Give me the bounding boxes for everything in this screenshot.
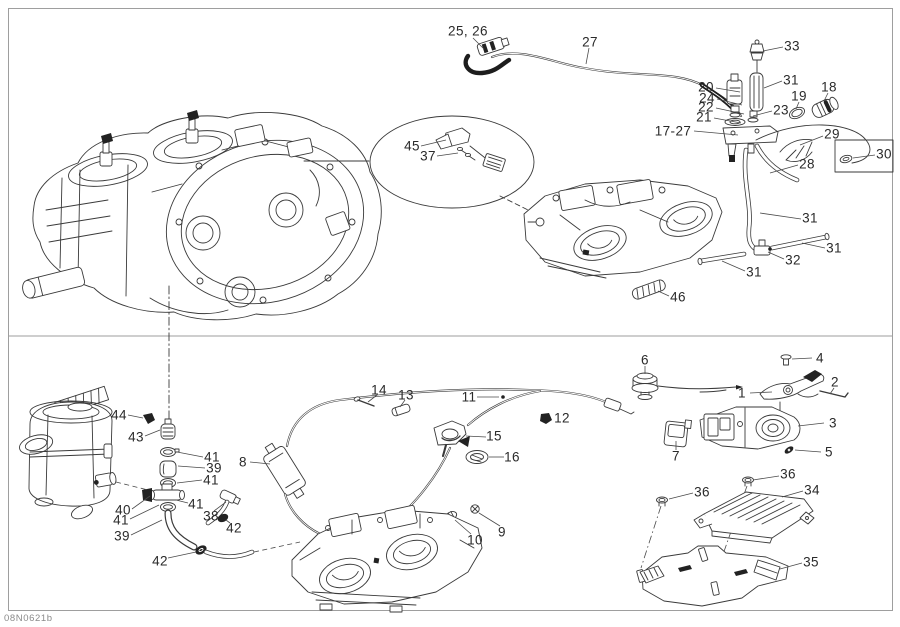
callout-31-2: 31	[802, 210, 818, 226]
callout-41-4: 41	[113, 512, 129, 528]
callout-leader-lines	[127, 37, 876, 570]
inline-part-8	[263, 442, 306, 499]
callout-36-2: 36	[694, 484, 710, 500]
callout-9: 9	[498, 524, 506, 540]
fuel-pump-parts	[722, 39, 894, 253]
callout-39-2: 39	[114, 528, 130, 544]
ecu-assembly	[636, 476, 815, 607]
callout-22: 22	[698, 99, 714, 115]
callout-24: 24	[699, 90, 715, 106]
air-silencer	[19, 385, 153, 520]
callout-20: 20	[698, 79, 714, 95]
callout-35: 35	[803, 554, 819, 570]
callout-33: 33	[784, 38, 800, 54]
callout-41: 41	[204, 449, 220, 465]
callout-32: 32	[785, 252, 801, 268]
callout-45: 45	[404, 138, 420, 154]
callout-42: 42	[226, 520, 242, 536]
callout-40: 40	[115, 502, 131, 518]
fitting-18	[811, 96, 839, 118]
screw-pair	[456, 146, 476, 161]
callout-39: 39	[206, 460, 222, 476]
callout-30: 30	[876, 146, 892, 162]
callout-10: 10	[467, 532, 483, 548]
callout-25-26: 25, 26	[448, 23, 488, 39]
connector-25-26	[476, 36, 510, 56]
callout-8: 8	[239, 454, 247, 470]
fittings-column	[142, 413, 301, 559]
callout-17-27: 17-27	[654, 123, 692, 139]
callout-4: 4	[816, 350, 824, 366]
carburetors-top	[523, 179, 723, 279]
callout-3: 3	[829, 415, 837, 431]
callout-42-2: 42	[152, 553, 168, 569]
bracket-7	[663, 419, 692, 448]
callout-2: 2	[831, 374, 839, 390]
callout-38: 38	[203, 508, 219, 524]
callout-15: 15	[486, 428, 502, 444]
callout-18: 18	[821, 79, 837, 95]
detail-circle	[369, 115, 557, 225]
engine-assembly	[22, 110, 382, 424]
callout-43: 43	[128, 429, 144, 445]
callout-5: 5	[825, 444, 833, 460]
callout-37: 37	[420, 148, 436, 164]
callout-19: 19	[791, 88, 807, 104]
callout-31-3: 31	[826, 240, 842, 256]
callout-27: 27	[582, 34, 598, 50]
callout-29: 29	[824, 126, 840, 142]
callout-28: 28	[799, 156, 815, 172]
callout-44: 44	[111, 407, 127, 423]
callout-46: 46	[670, 289, 686, 305]
carburetors-bottom	[291, 505, 483, 613]
callout-34: 34	[804, 482, 820, 498]
callout-16: 16	[504, 449, 520, 465]
callout-41-3: 41	[188, 496, 204, 512]
callout-7: 7	[672, 448, 680, 464]
callout-31-4: 31	[746, 264, 762, 280]
throttle-lever-assembly	[631, 354, 849, 454]
callout-11: 11	[461, 389, 477, 405]
callout-21: 21	[696, 109, 712, 125]
hose-tee-group	[631, 232, 830, 300]
callout-1: 1	[738, 385, 746, 401]
callout-31: 31	[783, 72, 799, 88]
page-frame	[8, 8, 893, 611]
callout-6: 6	[641, 352, 649, 368]
callout-12: 12	[554, 410, 570, 426]
part-30-box	[834, 139, 894, 173]
callout-13: 13	[398, 387, 414, 403]
callout-23: 23	[773, 102, 789, 118]
callout-14: 14	[371, 382, 387, 398]
callout-36: 36	[780, 466, 796, 482]
bracket-foot	[639, 565, 665, 584]
ribbed-tube-46	[631, 279, 666, 300]
diagram-code: 08N0621b	[4, 613, 53, 624]
callout-41-2: 41	[203, 472, 219, 488]
